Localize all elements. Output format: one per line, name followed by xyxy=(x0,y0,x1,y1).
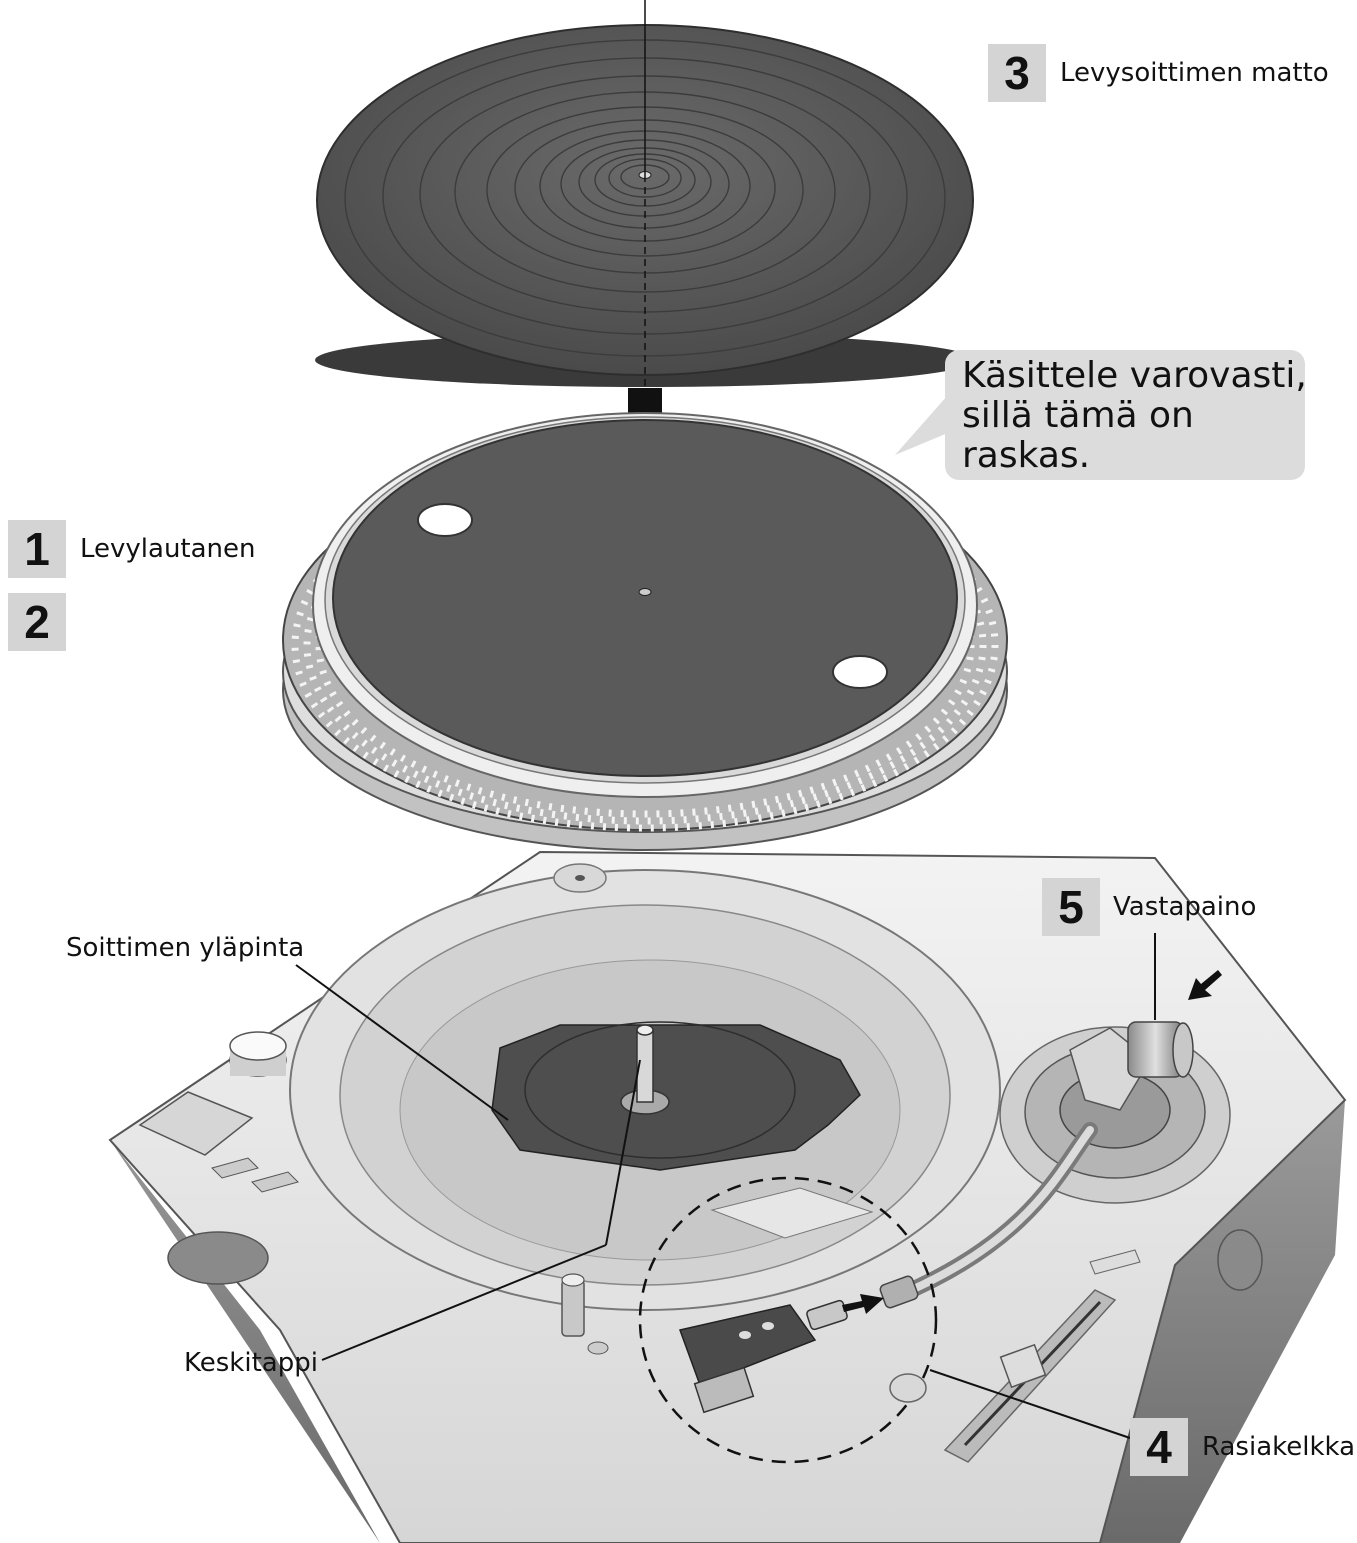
part-number-badge-3: 3 xyxy=(988,44,1046,102)
part-label-mat: Levysoittimen matto xyxy=(1060,58,1329,88)
part-number-badge-5: 5 xyxy=(1042,878,1100,936)
part-label-platter: Levylautanen xyxy=(80,534,256,564)
callout-center-spindle: Keskitappi xyxy=(184,1348,318,1378)
part-number-badge-4: 4 xyxy=(1130,1418,1188,1476)
warning-text: Käsittele varovasti, sillä tämä on raska… xyxy=(962,355,1307,476)
headshell xyxy=(679,1299,848,1414)
part-number-badge-2: 2 xyxy=(8,593,66,651)
turntable-platter xyxy=(282,412,1008,851)
turntable-body xyxy=(108,850,1347,1543)
leader-lines xyxy=(295,933,1156,1439)
part-label-counterweight: Vastapaino xyxy=(1113,892,1257,922)
warning-bubble xyxy=(945,350,1305,480)
part-label-headshell: Rasiakelkka xyxy=(1202,1432,1356,1462)
part-number-badge-1: 1 xyxy=(8,520,66,578)
insert-arrow-icon xyxy=(842,1294,884,1314)
warning-bubble-tail xyxy=(895,395,955,455)
push-arrow-icon xyxy=(1188,970,1222,1000)
callout-top-surface: Soittimen yläpinta xyxy=(66,933,305,963)
